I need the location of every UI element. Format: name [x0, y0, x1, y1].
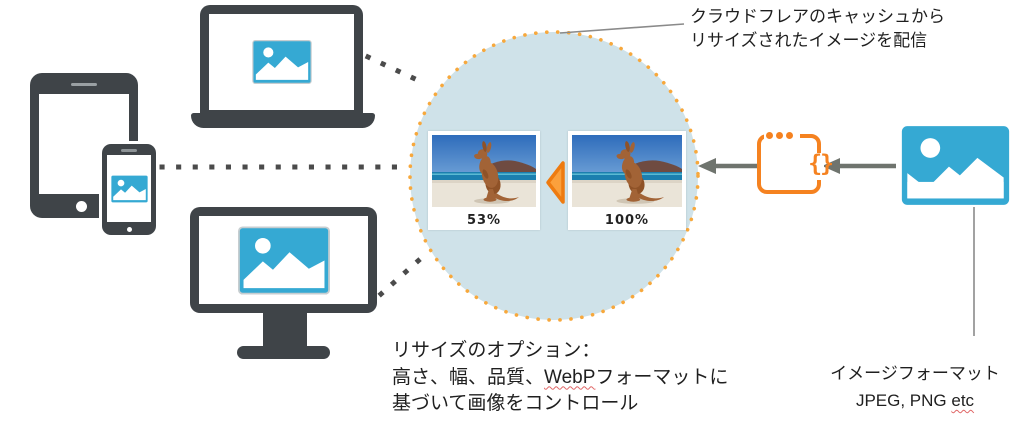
image-format-line2: JPEG, PNG etc — [826, 387, 1004, 414]
function-braces-patch — [811, 153, 824, 180]
monitor-screen — [199, 216, 368, 304]
arrow-workers-to-circle — [698, 158, 757, 174]
phone-speaker — [121, 149, 137, 152]
monitor-stand-neck — [263, 312, 307, 348]
origin-image-icon — [898, 125, 1013, 206]
compression-ratio-label: 100% — [604, 213, 650, 228]
kangaroo-photo-original — [572, 135, 682, 207]
phone-device — [102, 144, 156, 235]
image-placeholder-icon — [251, 40, 313, 84]
resize-options-callout: リサイズのオプション： 高さ、幅、品質、WebPフォーマットに 基づいて画像をコ… — [392, 338, 728, 418]
tablet-speaker — [71, 83, 97, 86]
phone-screen — [107, 155, 151, 222]
resize-options-line1: リサイズのオプション： — [392, 340, 601, 361]
serverless-function-icon: {} — [757, 132, 834, 194]
monitor-stand-base — [237, 346, 330, 359]
tablet-home-button — [76, 201, 87, 212]
code-braces-icon: {} — [808, 151, 834, 177]
laptop-base — [191, 113, 375, 128]
dotted-line-monitor — [377, 248, 432, 298]
function-dot — [776, 132, 783, 139]
original-image-card: 100% — [568, 131, 686, 230]
resize-arrow-icon — [546, 161, 565, 204]
cache-delivery-line1: クラウドフレアのキャッシュから — [690, 7, 945, 26]
webp-term: WebP — [544, 366, 596, 388]
image-placeholder-icon — [110, 175, 148, 203]
arrow-image-to-workers — [822, 158, 896, 174]
cache-delivery-callout: クラウドフレアのキャッシュから リサイズされたイメージを配信 — [690, 5, 945, 53]
image-format-line2-pre: JPEG, PNG — [855, 391, 952, 410]
etc-term: etc — [951, 391, 975, 410]
monitor-device — [190, 207, 377, 313]
compression-ratio-label: 53% — [466, 213, 502, 228]
resize-options-line2-post: フォーマットに — [595, 366, 729, 388]
dotted-line-laptop — [364, 53, 432, 89]
resized-image-card: 53% — [428, 131, 540, 230]
resize-options-line2: 高さ、幅、品質、WebPフォーマットに — [392, 365, 728, 392]
image-format-callout: イメージフォーマット JPEG, PNG etc — [826, 360, 1004, 414]
resize-options-line3: 基づいて画像をコントロール — [392, 393, 639, 414]
laptop-device — [200, 5, 363, 115]
laptop-screen — [209, 14, 354, 110]
function-dot — [786, 132, 793, 139]
pointer-line-cache-callout — [559, 23, 685, 34]
function-dot — [766, 132, 773, 139]
kangaroo-photo-resized — [432, 135, 536, 207]
image-format-line1: イメージフォーマット — [830, 364, 1000, 383]
resize-options-line2-pre: 高さ、幅、品質、 — [392, 366, 545, 388]
cache-delivery-line2: リサイズされたイメージを配信 — [690, 31, 928, 50]
image-placeholder-icon — [237, 225, 330, 295]
phone-home-button — [126, 226, 132, 232]
